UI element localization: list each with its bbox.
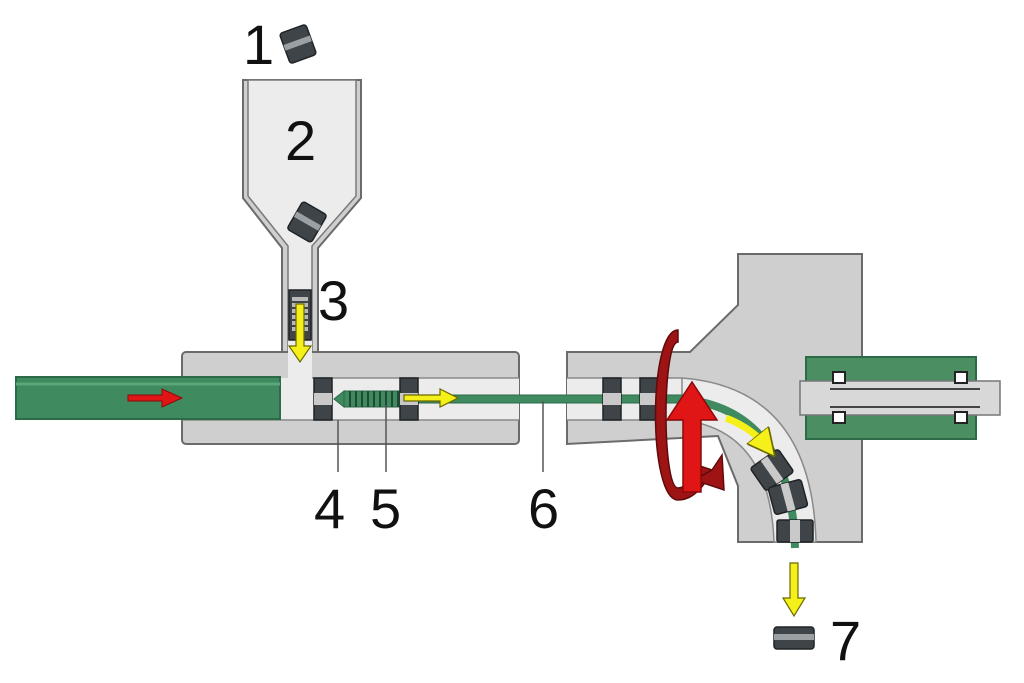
ring-at-exit	[776, 519, 814, 543]
label-4: 4	[314, 477, 345, 540]
label-6: 6	[528, 477, 559, 540]
ring-in-bend-a	[750, 449, 794, 491]
ring-7-output	[773, 626, 815, 650]
yellow-arrow-output-icon	[781, 562, 807, 618]
label-7: 7	[830, 609, 861, 672]
label-1: 1	[243, 13, 274, 76]
yellow-arrow-down-icon	[287, 303, 313, 364]
ring-in-bend-b	[767, 479, 809, 515]
label-5: 5	[370, 477, 401, 540]
label-2: 2	[285, 109, 316, 172]
red-arrow-up-icon	[665, 380, 719, 493]
label-3: 3	[318, 269, 349, 332]
red-arrow-right-icon	[127, 388, 184, 408]
bearing-balls	[832, 371, 968, 424]
ring-in-die-b	[639, 377, 659, 421]
yellow-arrow-right-icon	[403, 388, 460, 408]
yellow-arrow-curved-icon	[724, 414, 768, 448]
ring-in-hopper	[287, 201, 327, 243]
spring-coil	[333, 389, 405, 409]
ring-in-barrel-a	[313, 377, 333, 421]
ring-in-die-a	[602, 377, 622, 421]
ring-1-falling	[279, 24, 317, 64]
drive-shaft	[799, 380, 1001, 416]
